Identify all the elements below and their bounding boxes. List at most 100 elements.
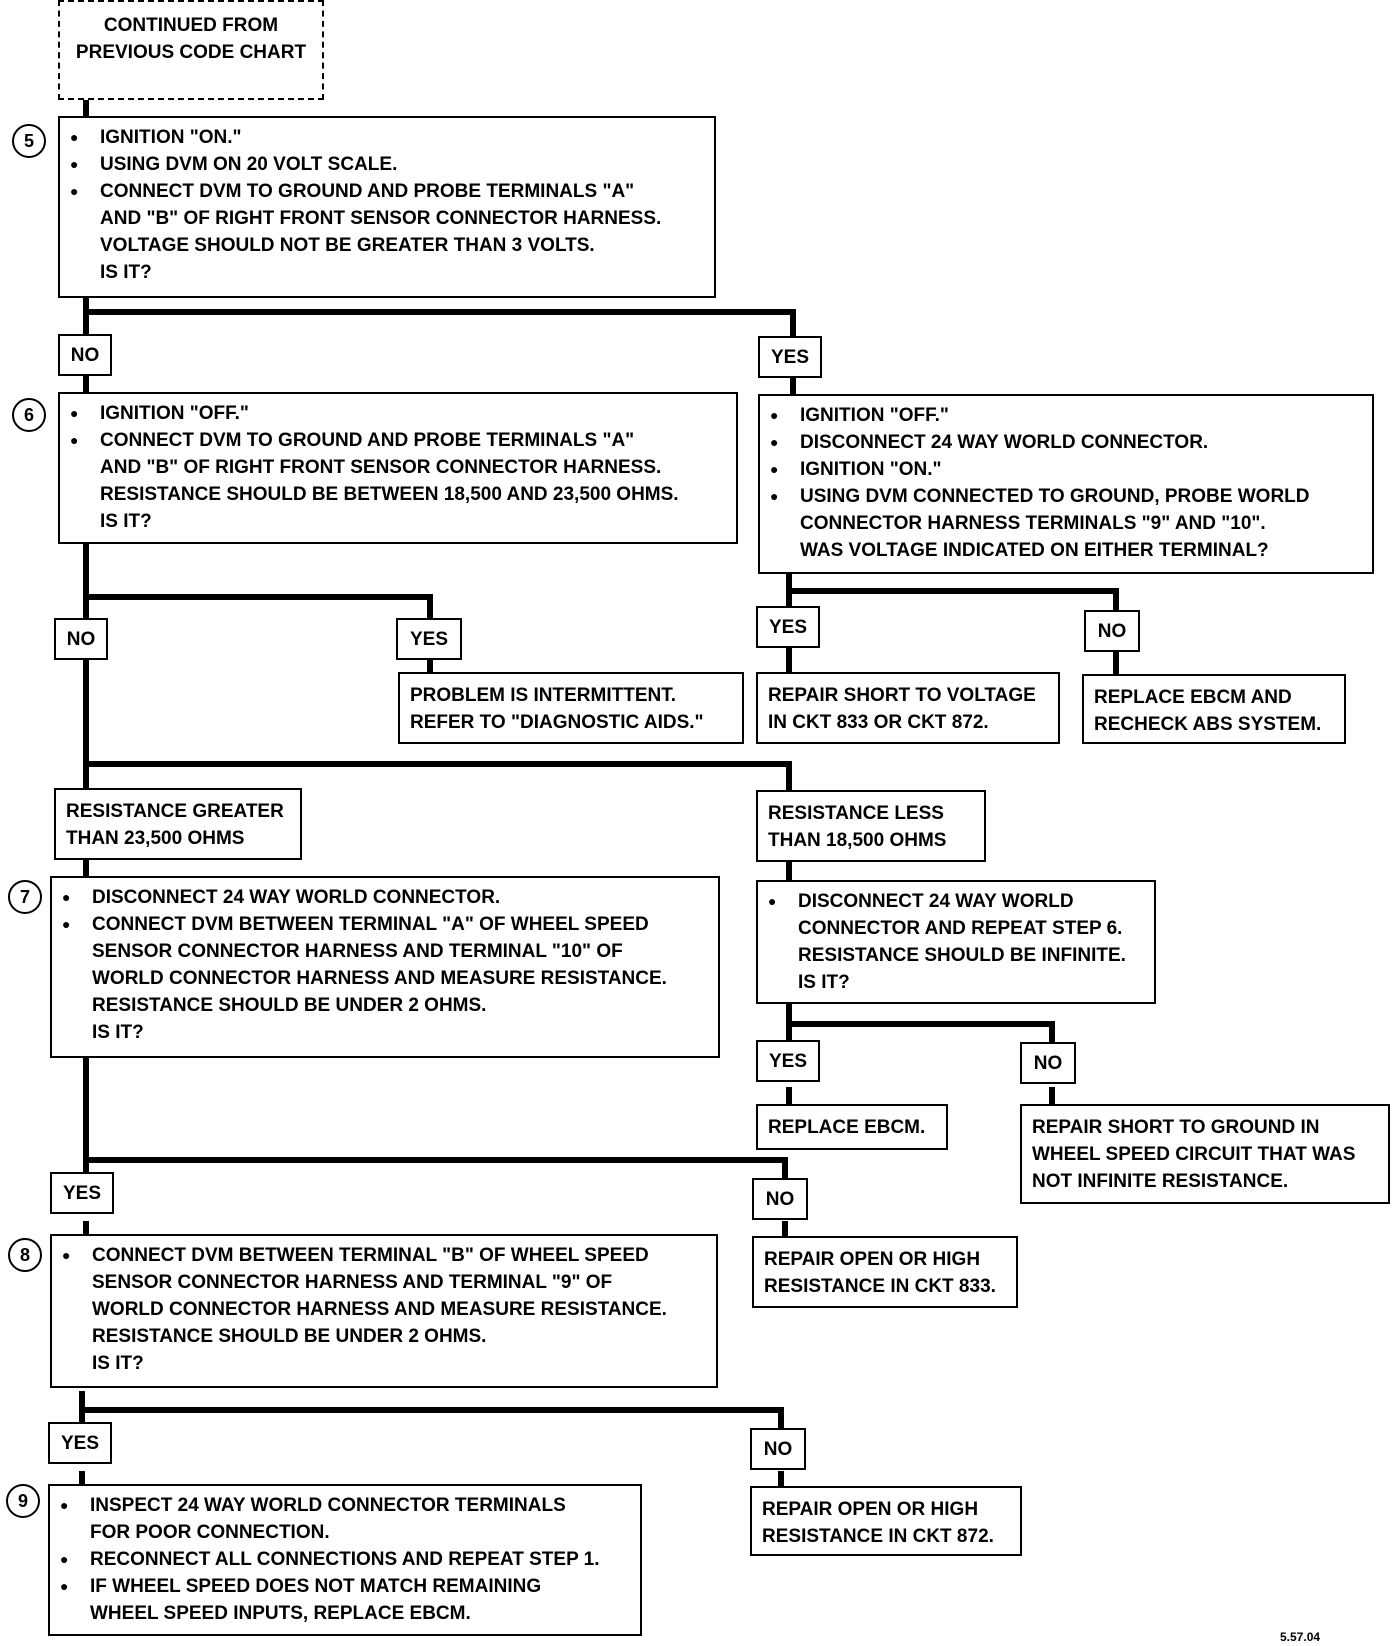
wire-7-no (83, 1157, 788, 1189)
step-5-text: VOLTAGE SHOULD NOT BE GREATER THAN 3 VOL… (100, 235, 595, 256)
voltage-check-text: WAS VOLTAGE INDICATED ON EITHER TERMINAL… (800, 540, 1269, 561)
step-number-8: 8 (8, 1238, 42, 1272)
repair-short-ground-text: WHEEL SPEED CIRCUIT THAT WAS (1032, 1144, 1356, 1165)
step-5-bullet: CONNECT DVM TO GROUND AND PROBE TERMINAL… (70, 178, 704, 205)
step-6-text: AND "B" OF RIGHT FRONT SENSOR CONNECTOR … (100, 457, 662, 478)
wire-ybox-no (786, 588, 1119, 615)
repair-open-872-text: REPAIR OPEN OR HIGH (762, 1499, 979, 1520)
repair-short-voltage-text: IN CKT 833 OR CKT 872. (768, 712, 989, 733)
step-8-text: WORLD CONNECTOR HARNESS AND MEASURE RESI… (92, 1299, 667, 1320)
step-number-6: 6 (12, 398, 46, 432)
repair-short-voltage-text: REPAIR SHORT TO VOLTAGE (768, 685, 1036, 706)
step-6-bullet: CONNECT DVM TO GROUND AND PROBE TERMINAL… (70, 427, 726, 454)
step-7-text: SENSOR CONNECTOR HARNESS AND TERMINAL "1… (92, 941, 623, 962)
resistance-greater-label: RESISTANCE GREATER THAN 23,500 OHMS (54, 788, 302, 860)
step-9-bullet-text: WHEEL SPEED INPUTS, REPLACE EBCM. (90, 1603, 471, 1624)
step-number-7: 7 (8, 880, 42, 914)
continued-line: CONTINUED FROM (103, 15, 279, 36)
resistance-greater-text: THAN 23,500 OHMS (66, 828, 245, 849)
infinite-resistance-text: IS IT? (798, 972, 850, 993)
wire-res-less (83, 761, 792, 795)
step-9-bullet-text: IF WHEEL SPEED DOES NOT MATCH REMAINING (90, 1576, 542, 1597)
repair-open-872-text: RESISTANCE IN CKT 872. (762, 1526, 994, 1547)
resistance-greater-text: RESISTANCE GREATER (66, 801, 284, 822)
infinite-yes-label: YES (756, 1040, 820, 1082)
voltage-check-box: IGNITION "OFF." DISCONNECT 24 WAY WORLD … (758, 394, 1374, 574)
continued-from-box: CONTINUED FROM PREVIOUS CODE CHART (58, 0, 324, 100)
infinite-resistance-text: RESISTANCE SHOULD BE INFINITE. (798, 945, 1126, 966)
step-9-bullet: INSPECT 24 WAY WORLD CONNECTOR TERMINALS… (60, 1492, 630, 1546)
voltage-check-bullet: IGNITION "ON." (770, 456, 1362, 483)
wire-6-yes (83, 594, 433, 621)
repair-short-ground-text: NOT INFINITE RESISTANCE. (1032, 1171, 1289, 1192)
wire-5-yes (83, 309, 796, 339)
infinite-no-label: NO (1020, 1042, 1076, 1084)
replace-ebcm-text: REPLACE EBCM. (768, 1117, 926, 1138)
step-6-text: RESISTANCE SHOULD BE BETWEEN 18,500 AND … (100, 484, 679, 505)
replace-recheck-text: REPLACE EBCM AND (1094, 687, 1292, 708)
infinite-resistance-text: CONNECTOR AND REPEAT STEP 6. (798, 918, 1123, 939)
step-8-box: CONNECT DVM BETWEEN TERMINAL "B" OF WHEE… (50, 1234, 718, 1388)
step-7-bullet: CONNECT DVM BETWEEN TERMINAL "A" OF WHEE… (62, 911, 708, 938)
wire-less-no (786, 1021, 1055, 1051)
step-9-bullet: IF WHEEL SPEED DOES NOT MATCH REMAINING … (60, 1573, 630, 1627)
step-5-no-label: NO (58, 334, 112, 376)
step-9-bullet-text: FOR POOR CONNECTION. (90, 1522, 330, 1543)
infinite-resistance-box: DISCONNECT 24 WAY WORLD CONNECTOR AND RE… (756, 880, 1156, 1004)
step-8-text: SENSOR CONNECTOR HARNESS AND TERMINAL "9… (92, 1272, 613, 1293)
continued-line: PREVIOUS CODE CHART (75, 42, 307, 63)
step-8-yes-label: YES (48, 1422, 112, 1464)
repair-short-ground-text: REPAIR SHORT TO GROUND IN (1032, 1117, 1320, 1138)
resistance-less-label: RESISTANCE LESS THAN 18,500 OHMS (756, 790, 986, 862)
repair-short-ground-box: REPAIR SHORT TO GROUND IN WHEEL SPEED CI… (1020, 1104, 1390, 1204)
step-5-text: AND "B" OF RIGHT FRONT SENSOR CONNECTOR … (100, 208, 662, 229)
step-5-yes-label: YES (758, 336, 822, 378)
voltage-check-bullet: USING DVM CONNECTED TO GROUND, PROBE WOR… (770, 483, 1362, 510)
step-9-bullet: RECONNECT ALL CONNECTIONS AND REPEAT STE… (60, 1546, 630, 1573)
repair-short-voltage-box: REPAIR SHORT TO VOLTAGE IN CKT 833 OR CK… (756, 672, 1060, 744)
voltage-check-bullet: DISCONNECT 24 WAY WORLD CONNECTOR. (770, 429, 1362, 456)
step-6-bullet: IGNITION "OFF." (70, 400, 726, 427)
step-5-bullet: USING DVM ON 20 VOLT SCALE. (70, 151, 704, 178)
wire-8-no (79, 1407, 784, 1439)
voltage-check-text: CONNECTOR HARNESS TERMINALS "9" AND "10"… (800, 513, 1266, 534)
step-6-no-label: NO (54, 618, 108, 660)
step-6-yes-label: YES (396, 618, 462, 660)
step-5-box: IGNITION "ON." USING DVM ON 20 VOLT SCAL… (58, 116, 716, 298)
step-7-text: WORLD CONNECTOR HARNESS AND MEASURE RESI… (92, 968, 667, 989)
step-7-text: RESISTANCE SHOULD BE UNDER 2 OHMS. (92, 995, 487, 1016)
step-6-box: IGNITION "OFF." CONNECT DVM TO GROUND AN… (58, 392, 738, 544)
step-number-5: 5 (12, 124, 46, 158)
step-7-yes-label: YES (50, 1172, 114, 1214)
intermittent-box: PROBLEM IS INTERMITTENT. REFER TO "DIAGN… (398, 672, 744, 744)
figure-code: 5.57.04 (1280, 1630, 1321, 1644)
intermittent-text: REFER TO "DIAGNOSTIC AIDS." (410, 712, 704, 733)
replace-ebcm-box: REPLACE EBCM. (756, 1104, 948, 1150)
step-8-text: IS IT? (92, 1353, 144, 1374)
step-6-text: IS IT? (100, 511, 152, 532)
step-7-no-label: NO (752, 1178, 808, 1220)
voltage-no-label: NO (1084, 610, 1140, 652)
infinite-resistance-bullet: DISCONNECT 24 WAY WORLD (768, 888, 1144, 915)
step-5-text: IS IT? (100, 262, 152, 283)
step-7-box: DISCONNECT 24 WAY WORLD CONNECTOR. CONNE… (50, 876, 720, 1058)
intermittent-text: PROBLEM IS INTERMITTENT. (410, 685, 676, 706)
resistance-less-text: THAN 18,500 OHMS (768, 830, 947, 851)
voltage-check-bullet: IGNITION "OFF." (770, 402, 1362, 429)
step-8-no-label: NO (750, 1428, 806, 1470)
replace-recheck-box: REPLACE EBCM AND RECHECK ABS SYSTEM. (1082, 674, 1346, 744)
repair-open-833-text: REPAIR OPEN OR HIGH (764, 1249, 981, 1270)
step-7-bullet: DISCONNECT 24 WAY WORLD CONNECTOR. (62, 884, 708, 911)
step-5-bullet: IGNITION "ON." (70, 124, 704, 151)
step-8-bullet: CONNECT DVM BETWEEN TERMINAL "B" OF WHEE… (62, 1242, 706, 1269)
step-number-9: 9 (6, 1484, 40, 1518)
resistance-less-text: RESISTANCE LESS (768, 803, 944, 824)
voltage-yes-label: YES (756, 606, 820, 648)
repair-open-833-box: REPAIR OPEN OR HIGH RESISTANCE IN CKT 83… (752, 1236, 1018, 1308)
step-9-bullet-text: INSPECT 24 WAY WORLD CONNECTOR TERMINALS (90, 1495, 566, 1516)
repair-open-833-text: RESISTANCE IN CKT 833. (764, 1276, 996, 1297)
replace-recheck-text: RECHECK ABS SYSTEM. (1094, 714, 1322, 735)
step-9-box: INSPECT 24 WAY WORLD CONNECTOR TERMINALS… (48, 1484, 642, 1636)
step-7-text: IS IT? (92, 1022, 144, 1043)
